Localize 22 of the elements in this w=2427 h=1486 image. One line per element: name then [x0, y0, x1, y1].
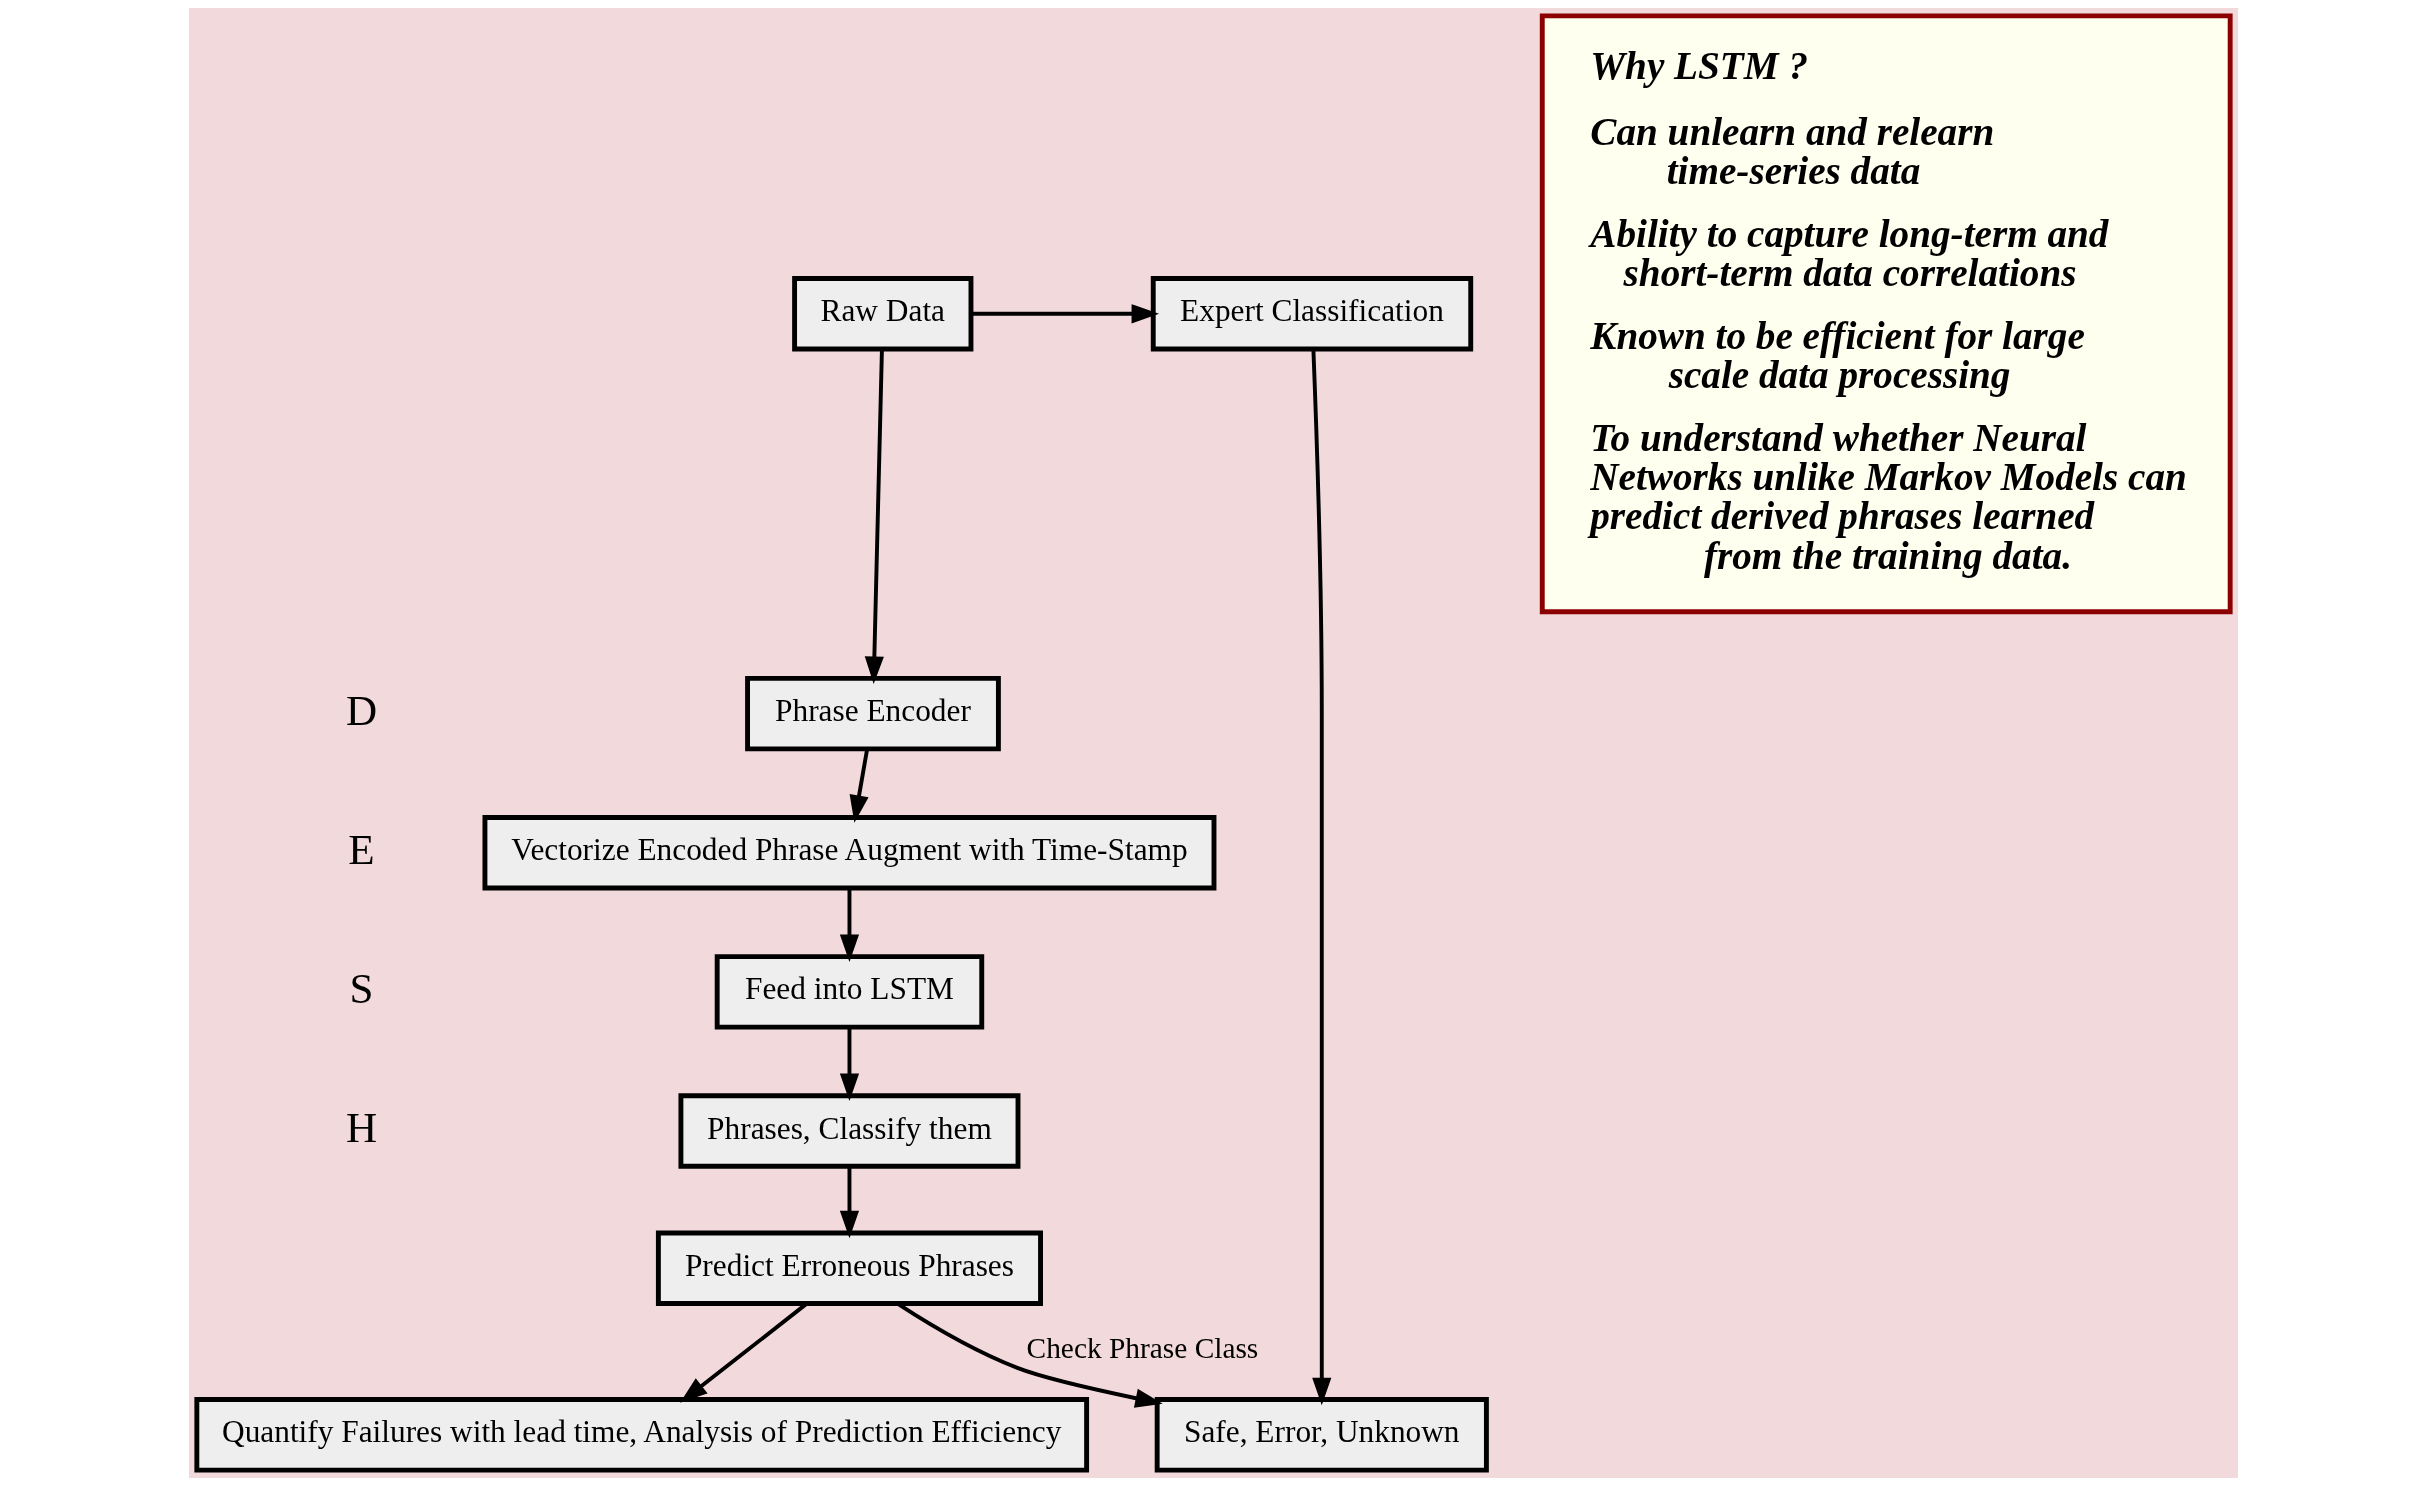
label: E [348, 825, 375, 873]
node-box: Quantify Failures with lead time, Analysis of Prediction Efficiency [194, 1397, 1090, 1473]
arrow [839, 1027, 860, 1102]
label: H [345, 1104, 378, 1152]
label: S [349, 964, 374, 1012]
arrow [971, 304, 1160, 324]
arrow [849, 748, 870, 823]
node-box: Expert Classification [1150, 276, 1474, 352]
node-box: Safe, Error, Unknown [1154, 1397, 1489, 1473]
node-box: Raw Data [792, 276, 974, 352]
node-box: Phrases, Classify them [678, 1093, 1021, 1169]
node-box: Feed into LSTM [714, 954, 985, 1030]
edge-label: Check Phrase Class [1026, 1332, 1259, 1365]
arrow [1311, 349, 1332, 1406]
arrow [839, 1166, 860, 1239]
node-box: Vectorize Encoded Phrase Augment with Time-Stamp [482, 815, 1217, 891]
label: D [345, 686, 378, 734]
node-box: Phrase Encoder [745, 675, 1001, 752]
arrow [839, 888, 860, 962]
arrow [864, 349, 884, 684]
node-box: Predict Erroneous Phrases [655, 1230, 1043, 1306]
node-box: Why LSTM ? Can unlearn and relearn time-series data Ability to capture long-term and short-term data correlations Known to be efficient for large scale data processing To understand whether Neural Networks unlike Markov Models can predict derived phrases learned from the training data. [1539, 13, 2233, 615]
